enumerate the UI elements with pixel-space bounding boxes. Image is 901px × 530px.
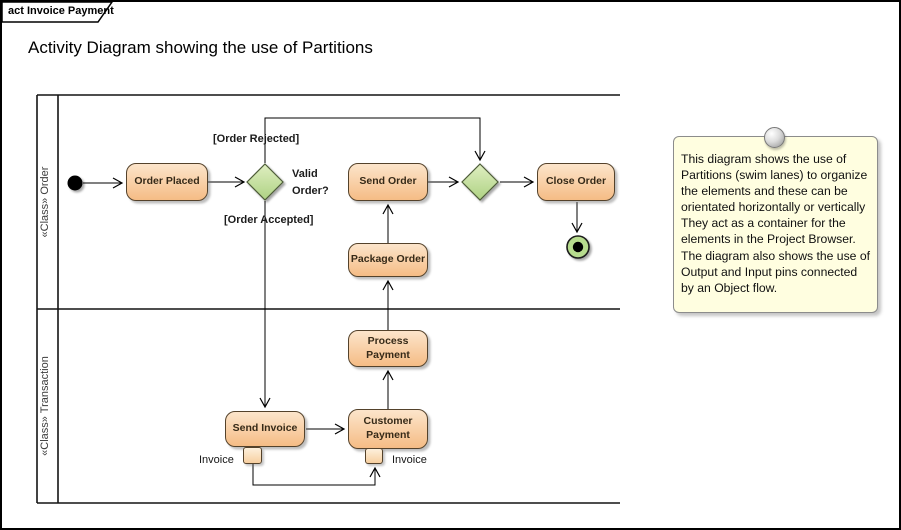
note-pin-sphere-icon [764,127,785,148]
activity-customer-payment[interactable]: Customer Payment [348,409,428,449]
control-flows [83,117,583,486]
output-pin-label: Invoice [199,454,234,466]
diagram-title: Activity Diagram showing the use of Part… [28,38,373,57]
final-node[interactable] [566,235,590,259]
activity-package-order[interactable]: Package Order [348,243,428,277]
flow-order-rejected[interactable] [264,117,486,163]
decision-question-label: Valid Order? [292,168,329,198]
partition-frame [36,94,620,504]
frame-tab-label: act Invoice Payment [8,5,114,17]
input-pin-invoice[interactable] [365,448,383,464]
frame-tab[interactable] [1,1,114,23]
output-pin-invoice[interactable] [243,447,262,464]
input-pin-label: Invoice [392,454,427,466]
lane-label-order[interactable]: «Class» Order [39,166,51,238]
initial-node[interactable] [67,175,83,191]
guard-order-rejected: [Order Rejected] [213,133,300,145]
note-element[interactable]: This diagram shows the use of Partitions… [673,136,878,313]
activity-send-order[interactable]: Send Order [348,163,428,201]
lane-label-transaction[interactable]: «Class» Transaction [39,356,51,456]
activity-close-order[interactable]: Close Order [537,163,615,201]
decision-valid-order[interactable] [246,163,284,201]
activity-send-invoice[interactable]: Send Invoice [225,411,305,447]
guard-order-accepted: [Order Accepted] [224,214,314,226]
activity-process-payment[interactable]: Process Payment [348,330,428,367]
merge-node[interactable] [461,163,499,201]
activity-order-placed[interactable]: Order Placed [126,163,208,201]
object-flow-invoice[interactable] [252,464,381,486]
final-node-inner [572,241,584,253]
